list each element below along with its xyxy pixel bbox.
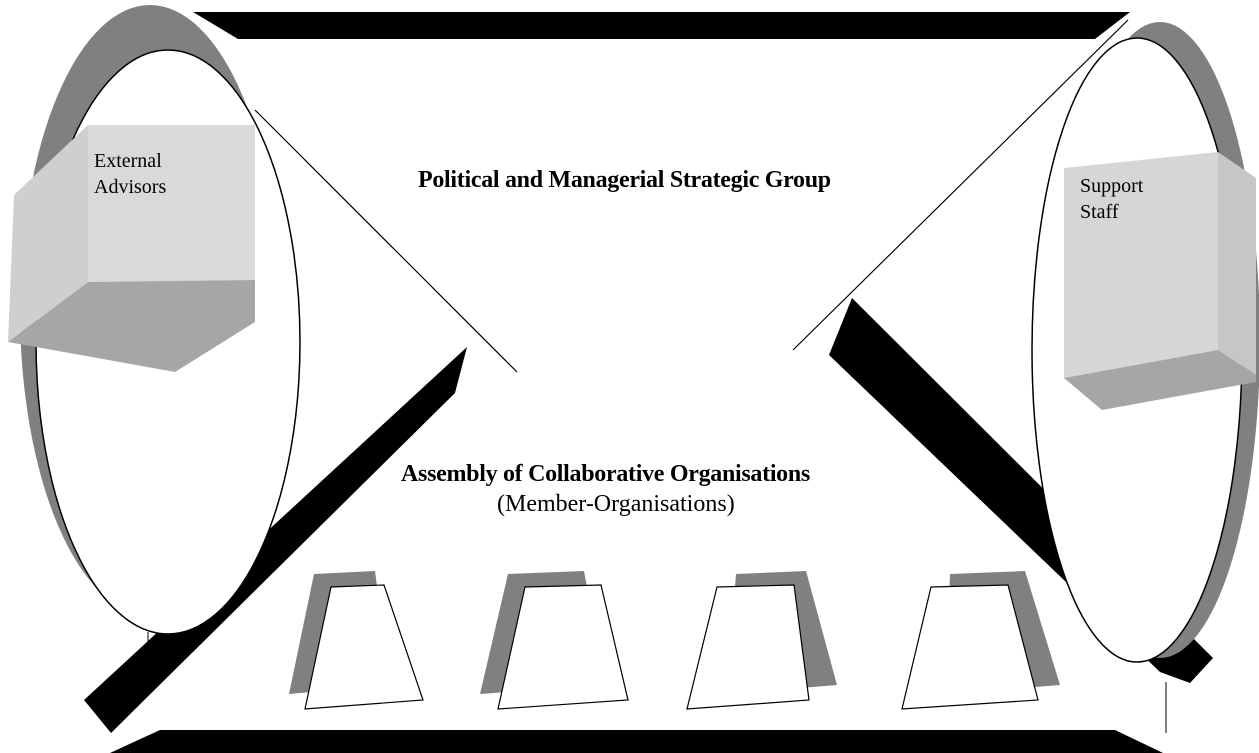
support-staff-label: Support Staff xyxy=(1080,173,1143,225)
member-organisations xyxy=(289,571,1060,710)
bottom-black-band xyxy=(110,730,1163,753)
member-shape xyxy=(497,584,629,710)
box-right-face xyxy=(1218,152,1256,375)
left-diagonal-bar xyxy=(84,347,467,733)
member-shape xyxy=(304,584,424,710)
external-advisors-label: External Advisors xyxy=(94,148,166,200)
external-advisors-line2: Advisors xyxy=(94,176,167,198)
assembly-subtitle: (Member-Organisations) xyxy=(497,491,735,517)
box-front-face xyxy=(1064,152,1218,378)
box-bottom-face xyxy=(8,280,255,372)
member-shape xyxy=(901,584,1039,710)
member-organisation xyxy=(480,571,629,710)
member-organisation xyxy=(901,571,1060,710)
support-staff-box xyxy=(1064,152,1256,410)
box-left-face xyxy=(8,125,88,342)
box-bottom-face xyxy=(1064,350,1256,410)
external-advisors-box xyxy=(8,125,255,372)
external-advisors-line1: External xyxy=(94,150,162,172)
strategic-group-title: Political and Managerial Strategic Group xyxy=(418,167,831,193)
member-shape xyxy=(686,584,810,710)
assembly-title: Assembly of Collaborative Organisations xyxy=(401,461,810,487)
support-staff-line1: Support xyxy=(1080,175,1144,197)
member-organisation xyxy=(289,571,424,710)
left-funnel-line xyxy=(254,109,518,373)
right-funnel-line xyxy=(792,19,1129,351)
box-front-face xyxy=(88,125,255,282)
top-black-band xyxy=(193,12,1130,39)
member-organisation xyxy=(686,571,837,710)
support-staff-line2: Staff xyxy=(1080,201,1119,223)
